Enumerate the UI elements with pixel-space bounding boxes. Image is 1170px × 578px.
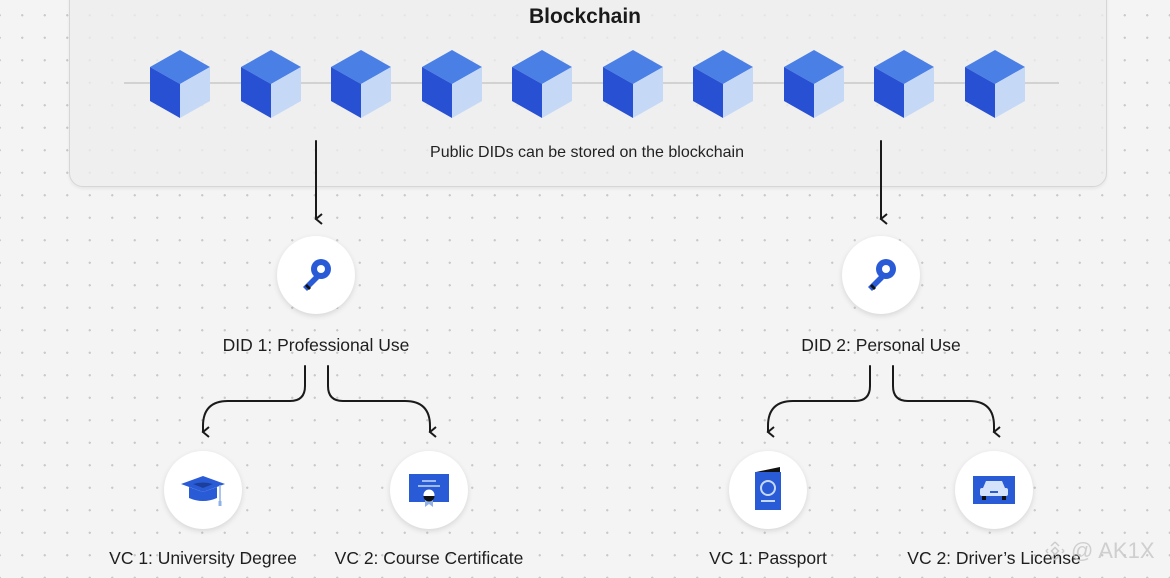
- car-license-icon: [973, 476, 1015, 504]
- certificate-icon: [409, 474, 449, 507]
- did1-label: DID 1: Professional Use: [222, 335, 410, 355]
- blockchain-caption: Public DIDs can be stored on the blockch…: [430, 144, 744, 161]
- watermark-text: @ AK1X: [1071, 538, 1155, 563]
- arrow-did2-to-vc2: [892, 365, 1001, 438]
- blockchain-title: Blockchain: [528, 5, 642, 28]
- block-cube: [150, 50, 210, 118]
- block-cube: [421, 50, 482, 118]
- arrow-did2-to-vc1: [766, 365, 871, 438]
- block-cube: [331, 50, 391, 118]
- block-cube: [693, 50, 753, 118]
- vc-university-degree-label: VC 1: University Degree: [109, 548, 297, 568]
- vc-drivers-license-node: [955, 451, 1033, 529]
- graduation-cap-icon: [181, 476, 225, 506]
- vc-passport-node: [729, 451, 807, 529]
- did1-node: [277, 236, 355, 314]
- vc-passport-label: VC 1: Passport: [709, 548, 827, 568]
- key-icon: [868, 259, 896, 291]
- vc-course-certificate-label: VC 2: Course Certificate: [334, 548, 524, 568]
- arrow-did1-to-vc2: [327, 365, 437, 438]
- passport-icon: [755, 467, 781, 510]
- block-cube: [964, 50, 1025, 118]
- vc-drivers-license-label: VC 2: Driver’s License: [907, 548, 1081, 568]
- block-cube: [602, 50, 663, 118]
- did2-node: [842, 236, 920, 314]
- did2-label: DID 2: Personal Use: [801, 335, 961, 355]
- binance-logo-icon: [1045, 541, 1065, 561]
- block-cube: [783, 50, 844, 118]
- block-cube: [874, 50, 934, 118]
- chain-line: [124, 82, 1059, 84]
- arrow-did1-to-vc1: [201, 365, 306, 438]
- vc-course-certificate-node: [390, 451, 468, 529]
- block-cube: [240, 50, 301, 118]
- key-icon: [303, 259, 331, 291]
- block-cube: [512, 50, 572, 118]
- vc-university-degree-node: [164, 451, 242, 529]
- watermark: @ AK1X: [1043, 538, 1155, 564]
